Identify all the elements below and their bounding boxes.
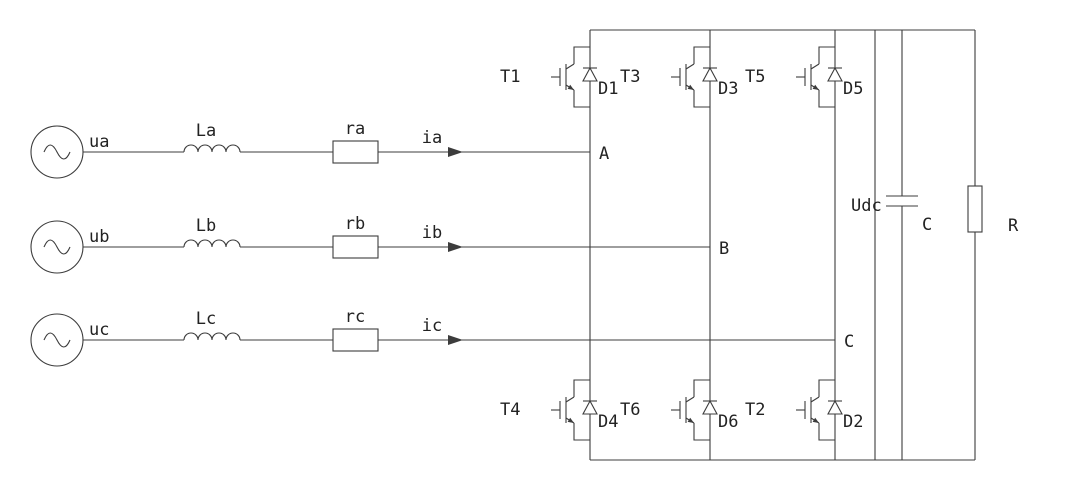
- phase-b: ub Lb rb ib B: [30, 214, 729, 274]
- resistor-label: ra: [345, 119, 365, 139]
- diode-label: D6: [718, 412, 738, 432]
- inductor-symbol: [183, 144, 241, 153]
- node-label: C: [844, 332, 854, 352]
- resistor-symbol: [332, 328, 379, 352]
- source-label: ub: [89, 227, 109, 247]
- phase-c: uc Lc rc ic C: [30, 307, 854, 367]
- current-arrow-icon: [448, 147, 463, 157]
- inductor-label: Lc: [196, 309, 216, 329]
- resistor-symbol: [332, 235, 379, 259]
- current-label: ic: [422, 316, 442, 336]
- inductor-label: La: [196, 121, 216, 141]
- current-label: ia: [422, 128, 442, 148]
- resistor-label: rb: [345, 214, 365, 234]
- igbt-label: T3: [620, 67, 640, 87]
- igbt-label: T6: [620, 400, 640, 420]
- diode-label: D1: [598, 79, 618, 99]
- diode-label: D3: [718, 79, 738, 99]
- sine-wave-icon: [43, 332, 71, 348]
- load-resistor-symbol: [967, 185, 983, 233]
- igbt-label: T2: [745, 400, 765, 420]
- diode-label: D2: [843, 412, 863, 432]
- inductor-symbol: [183, 332, 241, 341]
- node-label: B: [719, 239, 729, 259]
- dc-link: Udc C R: [851, 30, 1019, 460]
- inductor-symbol: [183, 239, 241, 248]
- source-label: uc: [89, 320, 109, 340]
- diode-label: D4: [598, 412, 618, 432]
- sine-wave-icon: [43, 144, 71, 160]
- igbt-label: T4: [500, 400, 520, 420]
- converter-bridge: T1 D1 T3 D3 T5 D5 T4 D4 T6 D6 T2 D2: [500, 29, 975, 461]
- source-label: ua: [89, 132, 109, 152]
- current-arrow-icon: [448, 242, 463, 252]
- phase-a: ua La ra ia A: [30, 119, 609, 179]
- igbt-label: T1: [500, 67, 520, 87]
- current-arrow-icon: [448, 335, 463, 345]
- load-label: R: [1008, 216, 1019, 236]
- current-label: ib: [422, 223, 442, 243]
- resistor-label: rc: [345, 307, 365, 327]
- sine-wave-icon: [43, 239, 71, 255]
- igbt-label: T5: [745, 67, 765, 87]
- capacitor-label: C: [922, 215, 932, 235]
- diode-label: D5: [843, 79, 863, 99]
- resistor-symbol: [332, 140, 379, 164]
- node-label: A: [599, 144, 609, 164]
- inductor-label: Lb: [196, 216, 216, 236]
- dc-voltage-label: Udc: [851, 196, 882, 216]
